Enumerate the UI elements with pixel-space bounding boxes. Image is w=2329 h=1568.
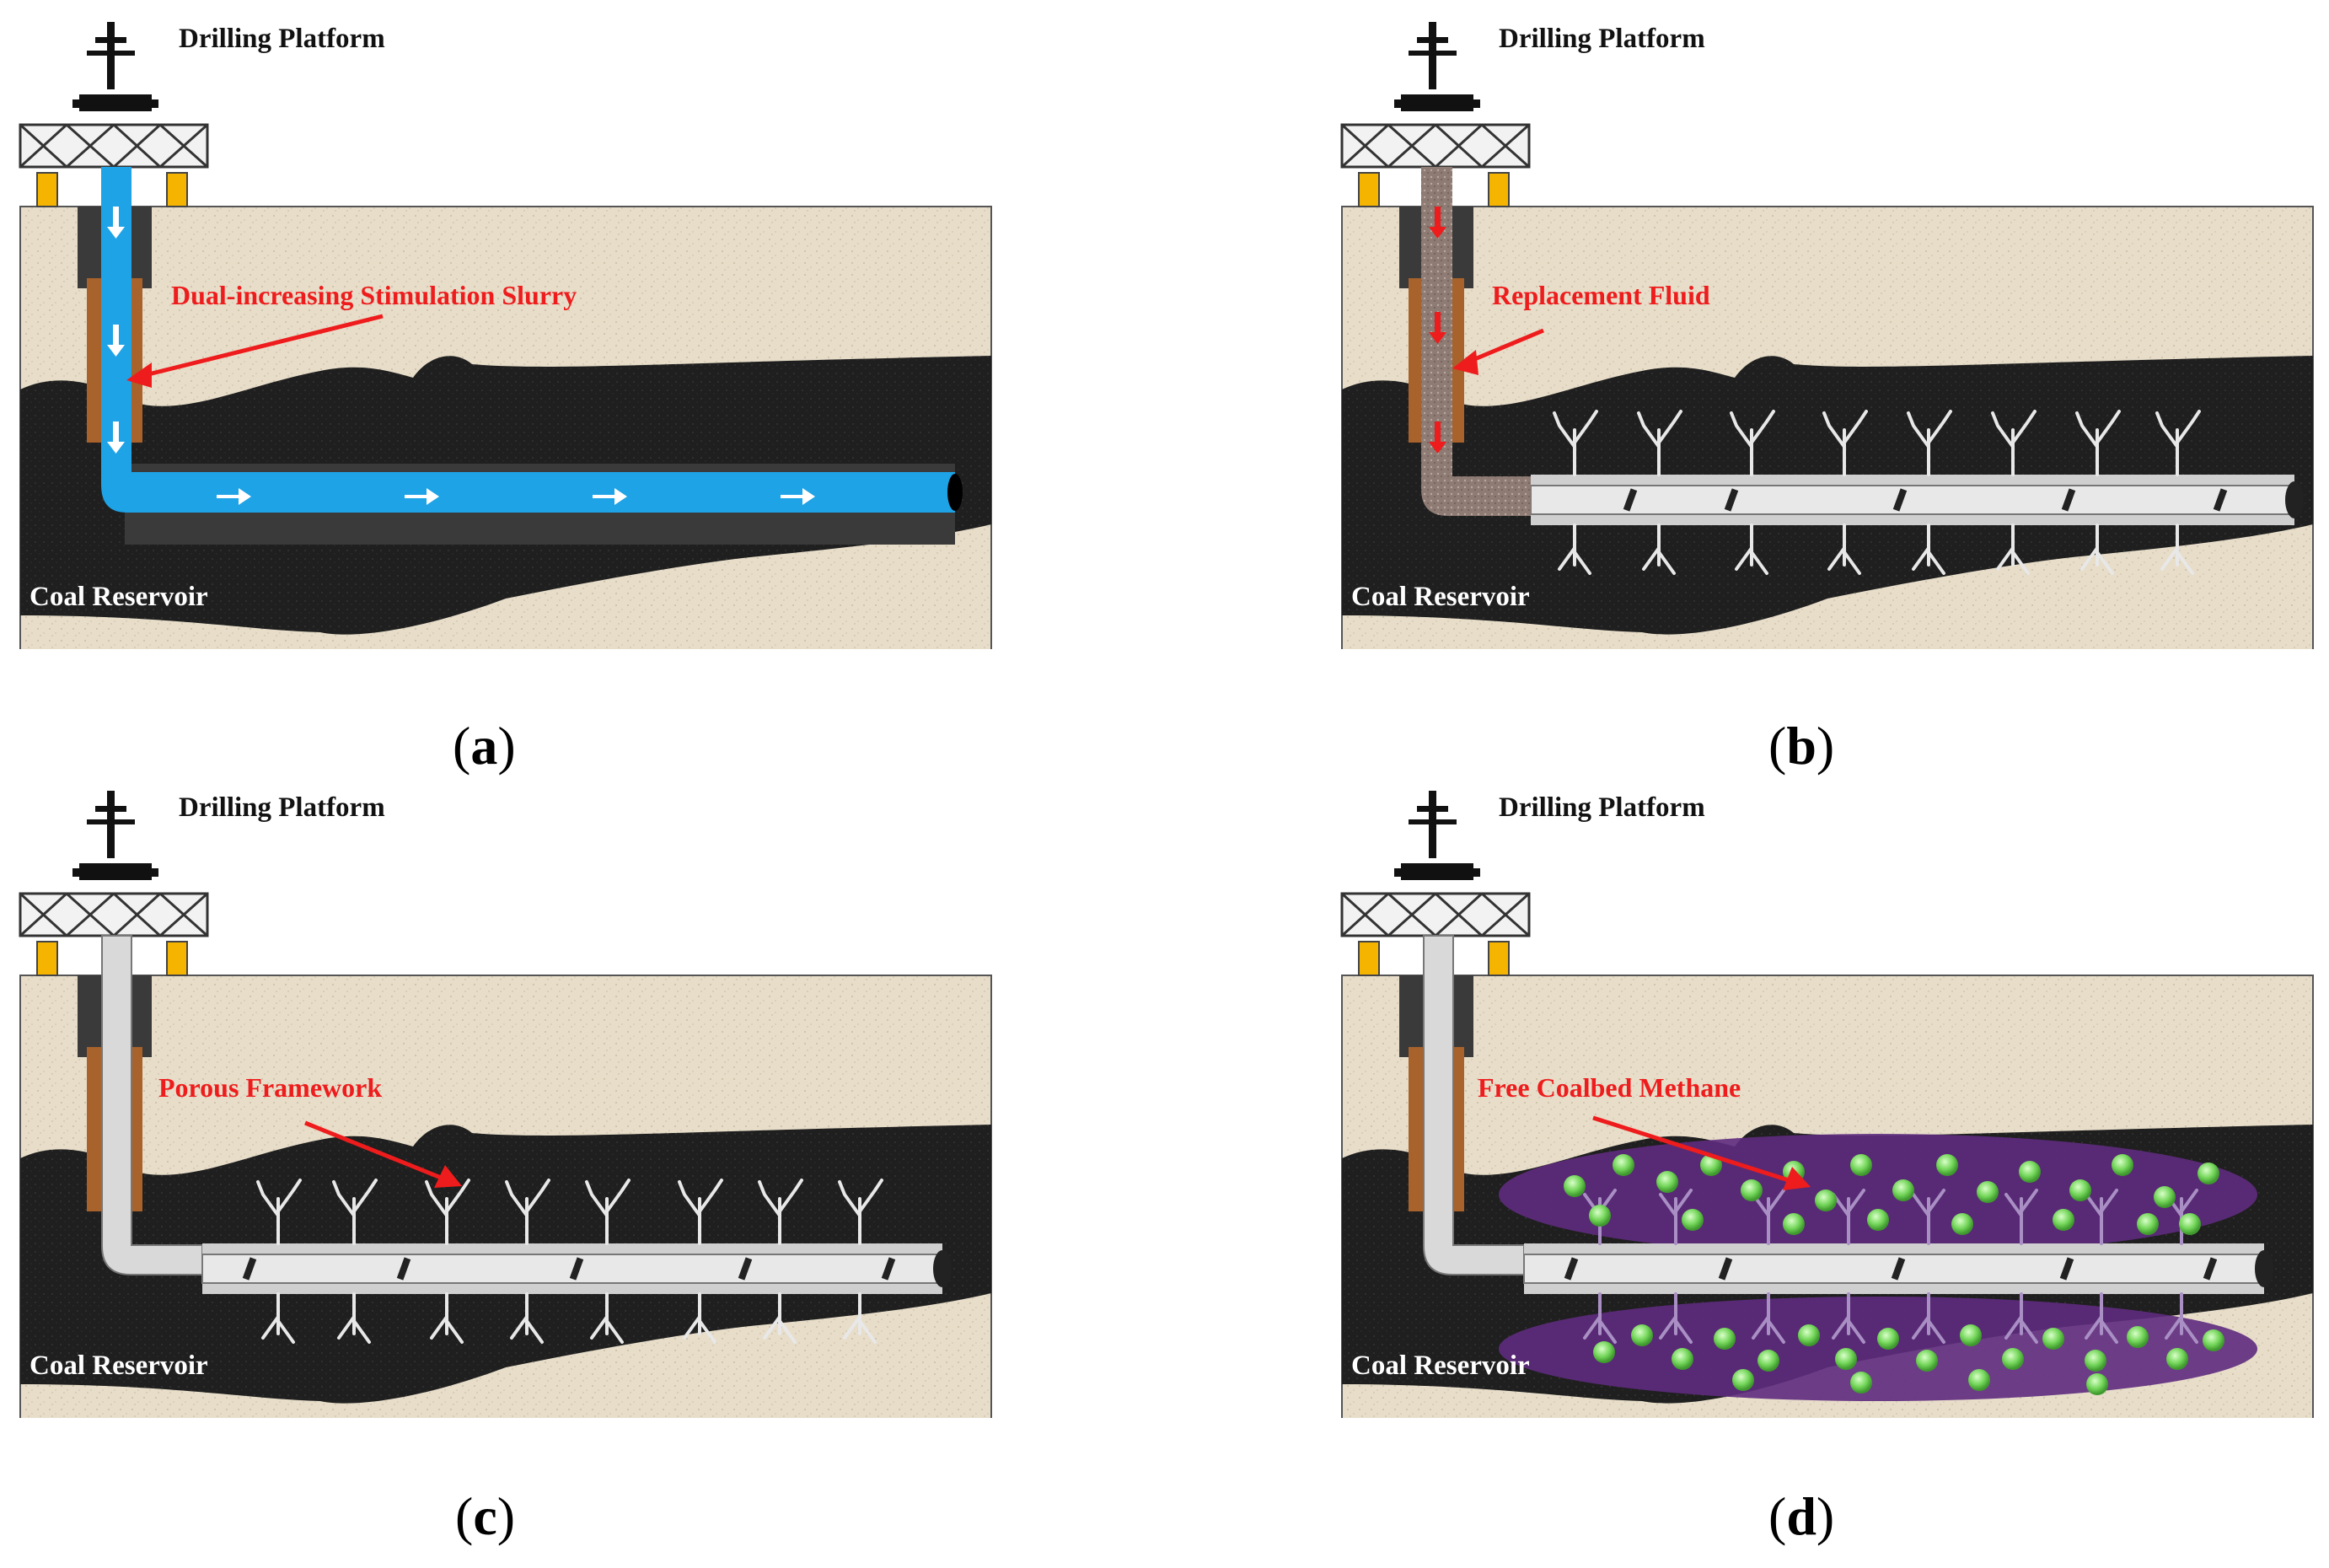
methane-zone-lower bbox=[1499, 1297, 2257, 1401]
borehole-end bbox=[947, 474, 963, 511]
caption-letter: d bbox=[1786, 1486, 1817, 1546]
panel-b: Drilling Platform Replacement Fluid Coal… bbox=[1322, 0, 2329, 776]
borehole-wall-lower bbox=[125, 513, 955, 545]
coal-reservoir-label: Coal Reservoir bbox=[30, 1351, 208, 1381]
slurry-callout-label: Dual-increasing Stimulation Slurry bbox=[171, 280, 577, 310]
drilling-rig bbox=[72, 22, 158, 111]
caption-close: ) bbox=[497, 716, 516, 776]
caption-letter: c bbox=[473, 1486, 497, 1546]
production-tubing bbox=[1423, 935, 1525, 1275]
callout-arrow bbox=[126, 314, 384, 388]
methane-bubbles bbox=[1564, 1154, 2224, 1395]
platform-deck bbox=[19, 123, 209, 169]
support-right bbox=[166, 941, 188, 976]
fracture-network bbox=[1553, 410, 2201, 575]
panel-b-scene bbox=[1340, 22, 2314, 649]
caption-close: ) bbox=[496, 1486, 516, 1546]
support-right bbox=[166, 172, 188, 207]
panel-caption: (c) bbox=[455, 1485, 515, 1548]
support-left bbox=[36, 172, 58, 207]
panel-caption: (b) bbox=[1768, 715, 1834, 777]
drilling-rig bbox=[1394, 22, 1480, 111]
horizontal-pipe bbox=[1523, 1243, 2273, 1294]
support-right bbox=[1488, 941, 1510, 976]
drilling-platform-label: Drilling Platform bbox=[179, 792, 385, 823]
fracture-network bbox=[1583, 1189, 2198, 1344]
free-coalbed-methane-callout-label: Free Coalbed Methane bbox=[1478, 1072, 1741, 1103]
fracture-network bbox=[256, 1179, 883, 1344]
panel-d: Drilling Platform Free Coalbed Methane C… bbox=[1322, 769, 2329, 1546]
platform-deck bbox=[19, 892, 209, 937]
support-right bbox=[1488, 172, 1510, 207]
down-arrows bbox=[1429, 207, 1446, 454]
caption-open: ( bbox=[1768, 716, 1787, 776]
panel-caption: (a) bbox=[453, 715, 516, 777]
replacement-fluid-callout-label: Replacement Fluid bbox=[1492, 280, 1710, 310]
caption-open: ( bbox=[453, 716, 471, 776]
panel-a-scene bbox=[19, 22, 992, 649]
caption-letter: a bbox=[470, 716, 498, 776]
drilling-platform-label: Drilling Platform bbox=[1499, 792, 1705, 823]
horizontal-pipe bbox=[1530, 475, 2304, 525]
caption-close: ) bbox=[1816, 716, 1835, 776]
slurry-flow bbox=[101, 167, 955, 513]
coal-reservoir-label: Coal Reservoir bbox=[1351, 1351, 1530, 1381]
caption-letter: b bbox=[1786, 716, 1817, 776]
panel-c-scene bbox=[19, 791, 992, 1418]
horizontal-pipe bbox=[201, 1243, 952, 1294]
panel-caption: (d) bbox=[1768, 1485, 1834, 1548]
right-arrows bbox=[217, 488, 815, 505]
coal-reservoir-label: Coal Reservoir bbox=[1351, 582, 1530, 612]
caption-open: ( bbox=[1768, 1486, 1787, 1546]
support-left bbox=[1358, 172, 1380, 207]
support-left bbox=[36, 941, 58, 976]
caption-close: ) bbox=[1816, 1486, 1835, 1546]
drilling-rig bbox=[1394, 791, 1480, 880]
callout-arrow bbox=[304, 1120, 462, 1188]
support-left bbox=[1358, 941, 1380, 976]
panel-d-scene bbox=[1340, 791, 2314, 1418]
platform-deck bbox=[1340, 892, 1531, 937]
drilling-rig bbox=[72, 791, 158, 880]
production-tubing bbox=[101, 935, 203, 1275]
down-arrows bbox=[107, 207, 125, 454]
callout-arrow bbox=[1592, 1115, 1811, 1190]
porous-framework-callout-label: Porous Framework bbox=[158, 1072, 383, 1103]
replacement-fluid-column bbox=[1421, 167, 1531, 516]
drilling-platform-label: Drilling Platform bbox=[1499, 24, 1705, 54]
coal-reservoir-label: Coal Reservoir bbox=[30, 582, 208, 612]
panel-c: Drilling Platform Porous Framework Coal … bbox=[0, 769, 1012, 1546]
panel-a: Drilling Platform Dual-increasing Stimul… bbox=[0, 0, 1012, 776]
caption-open: ( bbox=[455, 1486, 474, 1546]
platform-deck bbox=[1340, 123, 1531, 169]
drilling-platform-label: Drilling Platform bbox=[179, 24, 385, 54]
callout-arrow bbox=[1452, 328, 1544, 375]
